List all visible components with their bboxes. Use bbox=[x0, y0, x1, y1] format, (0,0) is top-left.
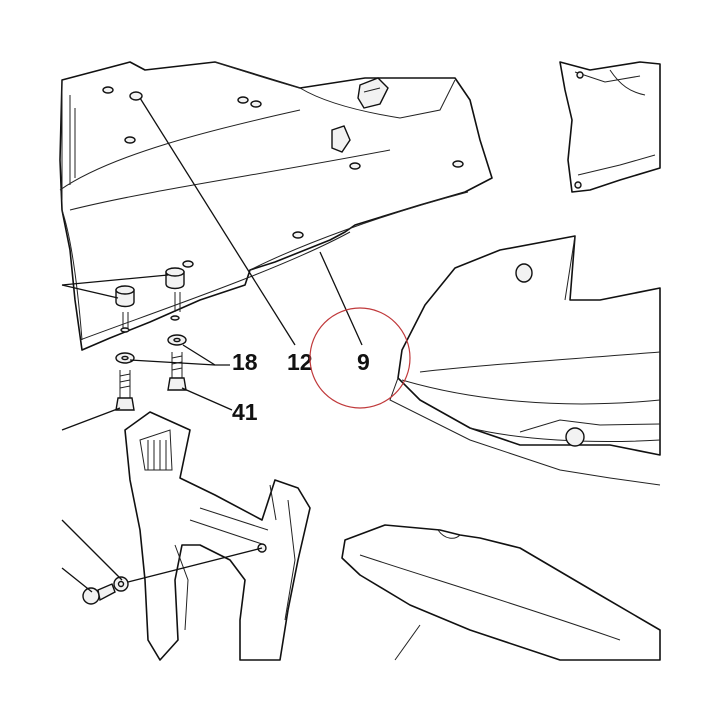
lower-right-panel bbox=[341, 524, 661, 661]
label-9: 9 bbox=[357, 349, 370, 375]
upper-right-bracket bbox=[559, 61, 661, 193]
cap-nut-lower bbox=[115, 285, 135, 308]
highlight-callout-circle bbox=[309, 307, 411, 409]
label-18: 18 bbox=[232, 349, 258, 375]
hardware-stack bbox=[82, 267, 187, 605]
lower-left-bracket bbox=[124, 411, 311, 661]
cap-nut-upper bbox=[165, 267, 185, 290]
bolt-left bbox=[115, 370, 135, 411]
bolt-41 bbox=[167, 352, 187, 391]
panel-studs bbox=[102, 86, 464, 268]
right-side-fairing bbox=[389, 235, 661, 486]
label-12: 12 bbox=[287, 349, 313, 375]
bolt-lower bbox=[82, 576, 129, 605]
part-number-labels: 18 12 9 41 bbox=[232, 349, 370, 425]
leader-lines bbox=[61, 97, 363, 593]
label-41: 41 bbox=[232, 399, 258, 425]
panel-clips bbox=[331, 77, 389, 153]
